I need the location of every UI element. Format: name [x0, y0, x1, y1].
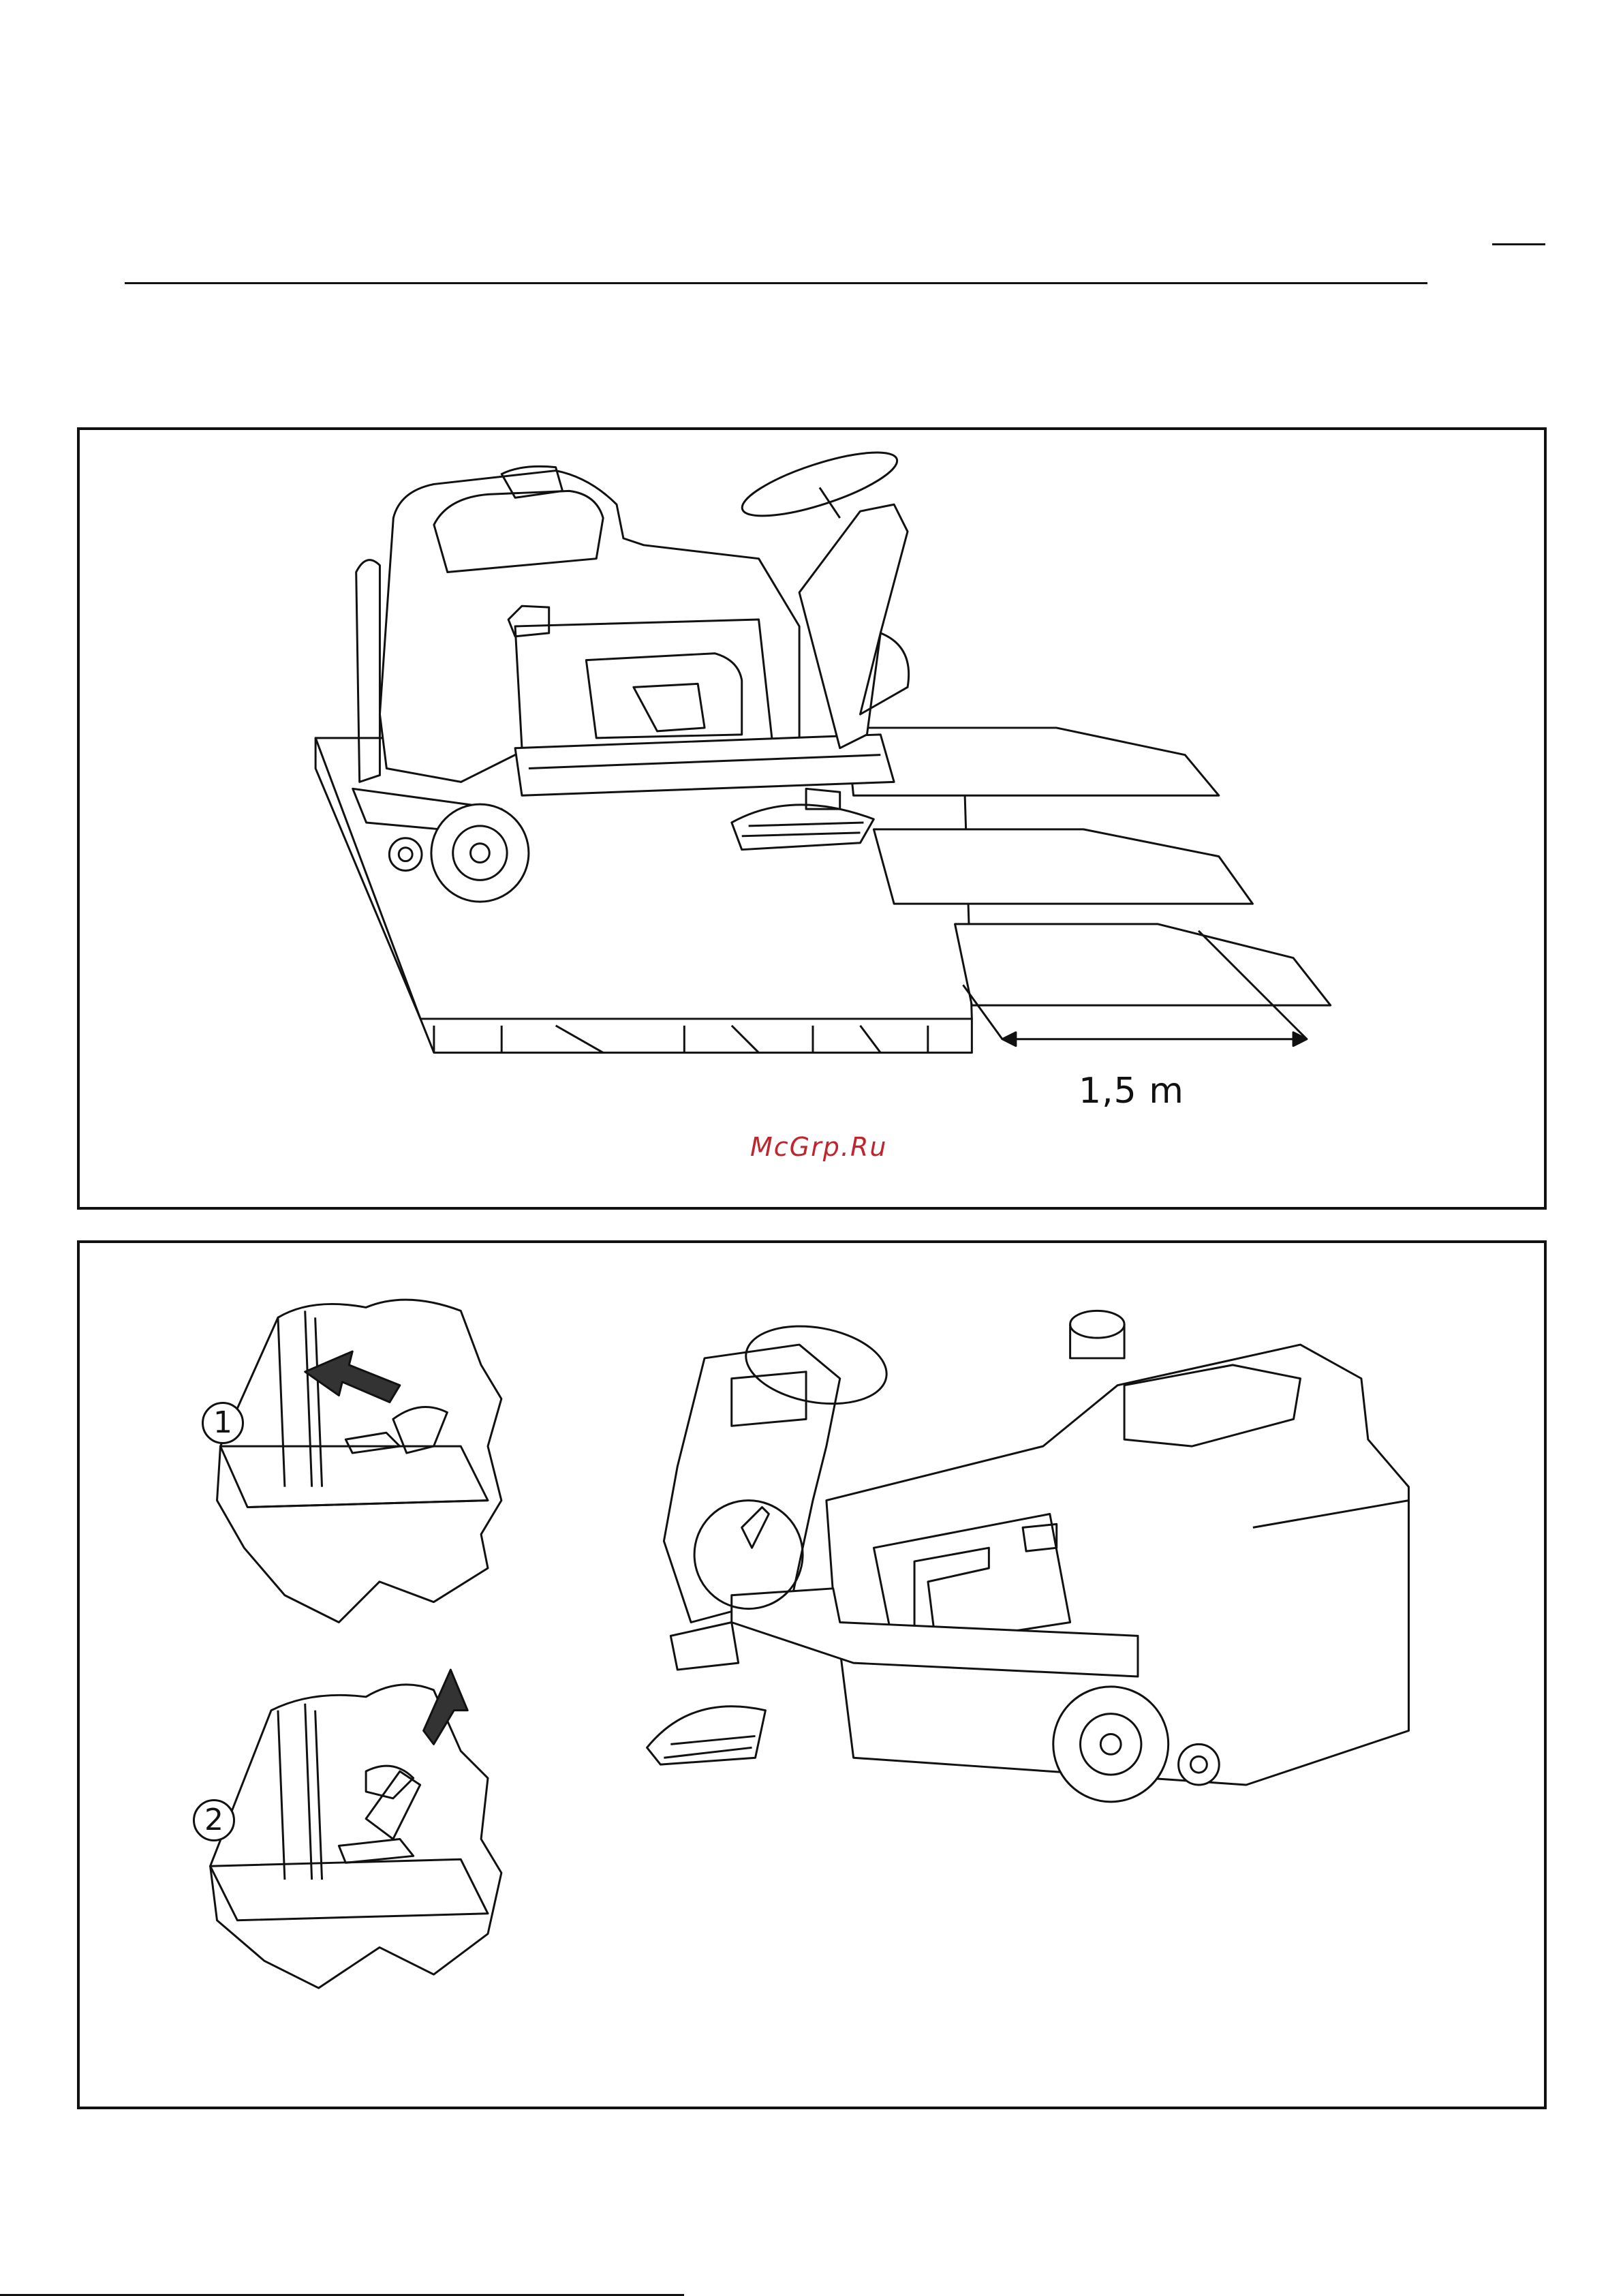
figure-pallet-unloading: 1,5 m McGrp.Ru	[77, 427, 1547, 1210]
parking-brake-drawing	[80, 1243, 1544, 2107]
pallet-ramp-drawing	[80, 430, 1544, 1207]
figure-parking-brake: 1 2	[77, 1240, 1547, 2109]
ramp-distance-label: 1,5 m	[1079, 1071, 1184, 1112]
page-number-rule	[1492, 243, 1545, 245]
step-1-badge: 1	[202, 1402, 244, 1444]
step-2-badge: 2	[193, 1799, 235, 1841]
watermark: McGrp.Ru	[750, 1132, 887, 1162]
header-rule	[125, 282, 1427, 284]
